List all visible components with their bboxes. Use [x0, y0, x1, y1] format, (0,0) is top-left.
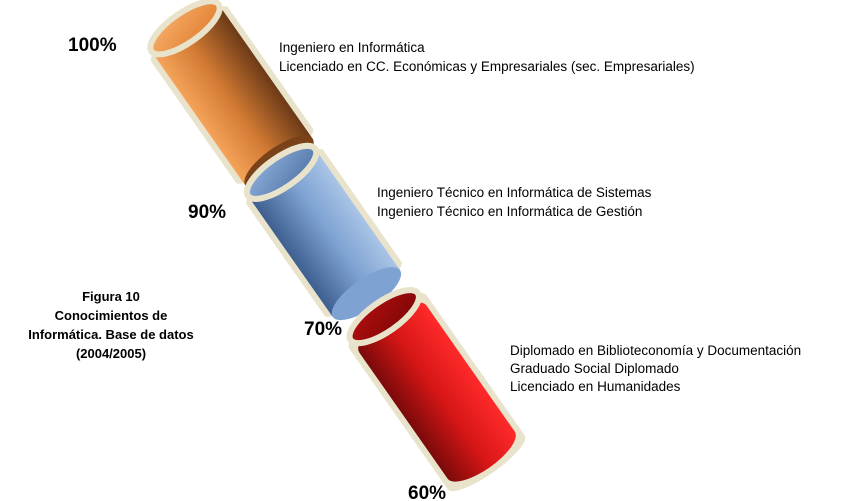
percent-label-90: 90% — [188, 202, 226, 223]
degree-item: Graduado Social Diplomado — [510, 361, 679, 376]
degree-list-100: Ingeniero en Informática Licenciado en C… — [279, 40, 695, 74]
segment-orange-top-cap — [147, 0, 223, 58]
segment-red-top-cap — [346, 287, 422, 347]
percent-label-70: 70% — [304, 319, 342, 340]
caption-line: (2004/2005) — [76, 346, 146, 361]
degree-list-90: Ingeniero Técnico en Informática de Sist… — [377, 185, 652, 219]
degree-item: Diplomado en Biblioteconomía y Documenta… — [510, 343, 801, 358]
degree-item: Ingeniero en Informática — [279, 40, 425, 55]
segment-red — [346, 287, 526, 492]
percent-label-60: 60% — [408, 483, 446, 501]
degree-item: Ingeniero Técnico en Informática de Gest… — [377, 204, 642, 219]
caption-line: Informática. Base de datos — [28, 327, 193, 342]
degree-item: Ingeniero Técnico en Informática de Sist… — [377, 185, 652, 200]
segment-blue — [243, 142, 402, 321]
degree-item: Licenciado en CC. Económicas y Empresari… — [279, 59, 695, 74]
segment-blue-top-cap — [243, 142, 320, 202]
segment-blue-bottom-cap — [331, 267, 402, 321]
degree-list-70: Diplomado en Biblioteconomía y Documenta… — [510, 343, 801, 394]
percent-label-100: 100% — [68, 35, 117, 56]
segment-orange-body — [151, 4, 313, 186]
caption-line: Figura 10 — [82, 289, 140, 304]
segment-red-body — [358, 302, 516, 482]
figure-caption: Figura 10 Conocimientos de Informática. … — [28, 289, 193, 361]
degree-item: Licenciado en Humanidades — [510, 379, 681, 394]
caption-line: Conocimientos de — [55, 308, 168, 323]
